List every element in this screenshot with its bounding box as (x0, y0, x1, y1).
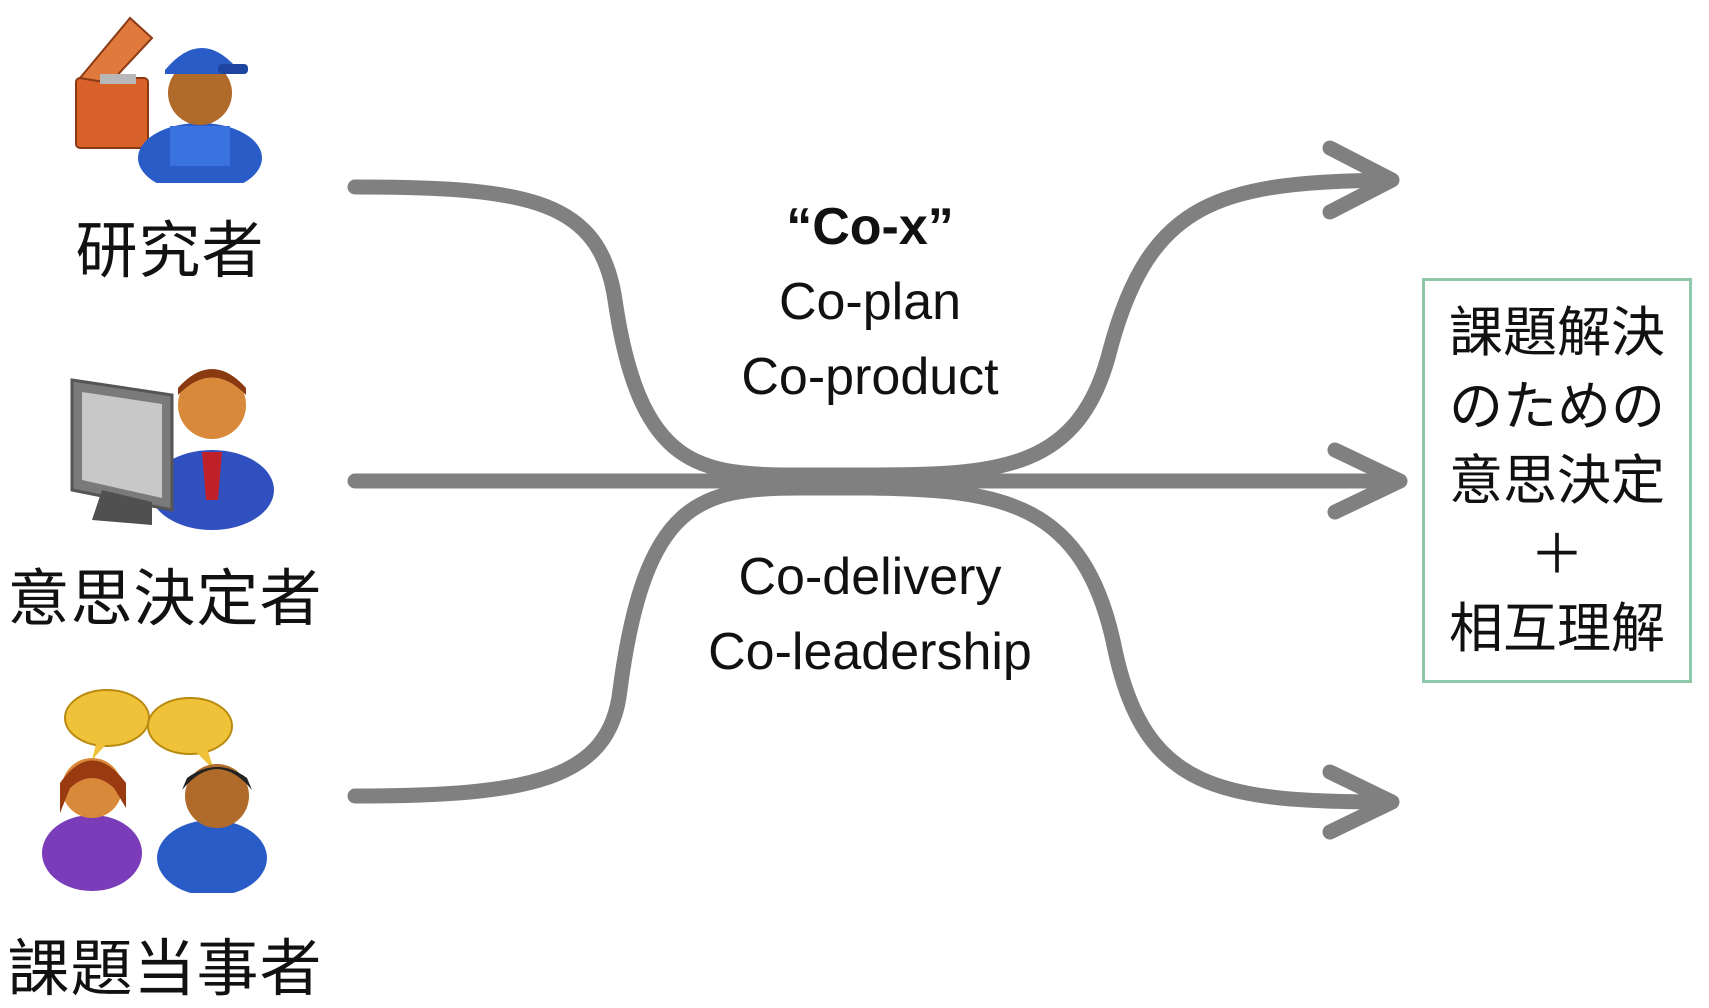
cox-upper-block: “Co-x” Co-plan Co-product (660, 190, 1080, 415)
flow-line-out-top (862, 172, 1398, 483)
arrowhead-top (1322, 140, 1400, 220)
outcome-line-2: のための (1449, 374, 1665, 438)
outcome-line-plus: ＋ (1530, 522, 1584, 586)
flow-line-out-bottom (862, 480, 1398, 810)
arrowhead-bottom (1322, 764, 1400, 840)
flow-line-researcher (347, 179, 878, 483)
cox-item-co-leadership: Co-leadership (708, 623, 1032, 681)
actor-stakeholder (42, 678, 302, 897)
cox-item-co-product: Co-product (741, 348, 999, 406)
actor-label-decision-maker: 意思決定者 (7, 562, 323, 635)
outcome-line-4: 相互理解 (1449, 596, 1665, 660)
people-talking-icon (42, 689, 267, 896)
actor-decision-maker (62, 340, 282, 539)
cox-lower-block: Co-delivery Co-leadership (660, 540, 1080, 690)
actor-label-stakeholder: 課題当事者 (7, 932, 323, 1005)
flow-line-stakeholder (347, 480, 878, 804)
outcome-line-1: 課題解決 (1449, 300, 1665, 364)
arrowhead-middle (1327, 442, 1408, 520)
actor-researcher (70, 8, 270, 193)
outcome-box: 課題解決 のための 意思決定 ＋ 相互理解 (1422, 278, 1692, 683)
worker-toolbox-icon (75, 16, 262, 193)
outcome-line-3: 意思決定 (1449, 448, 1665, 512)
cox-item-co-plan: Co-plan (778, 273, 962, 331)
actor-label-researcher: 研究者 (75, 214, 265, 287)
cox-item-co-delivery: Co-delivery (738, 548, 1002, 606)
cox-title: “Co-x” (786, 198, 954, 256)
person-computer-icon (70, 369, 274, 530)
